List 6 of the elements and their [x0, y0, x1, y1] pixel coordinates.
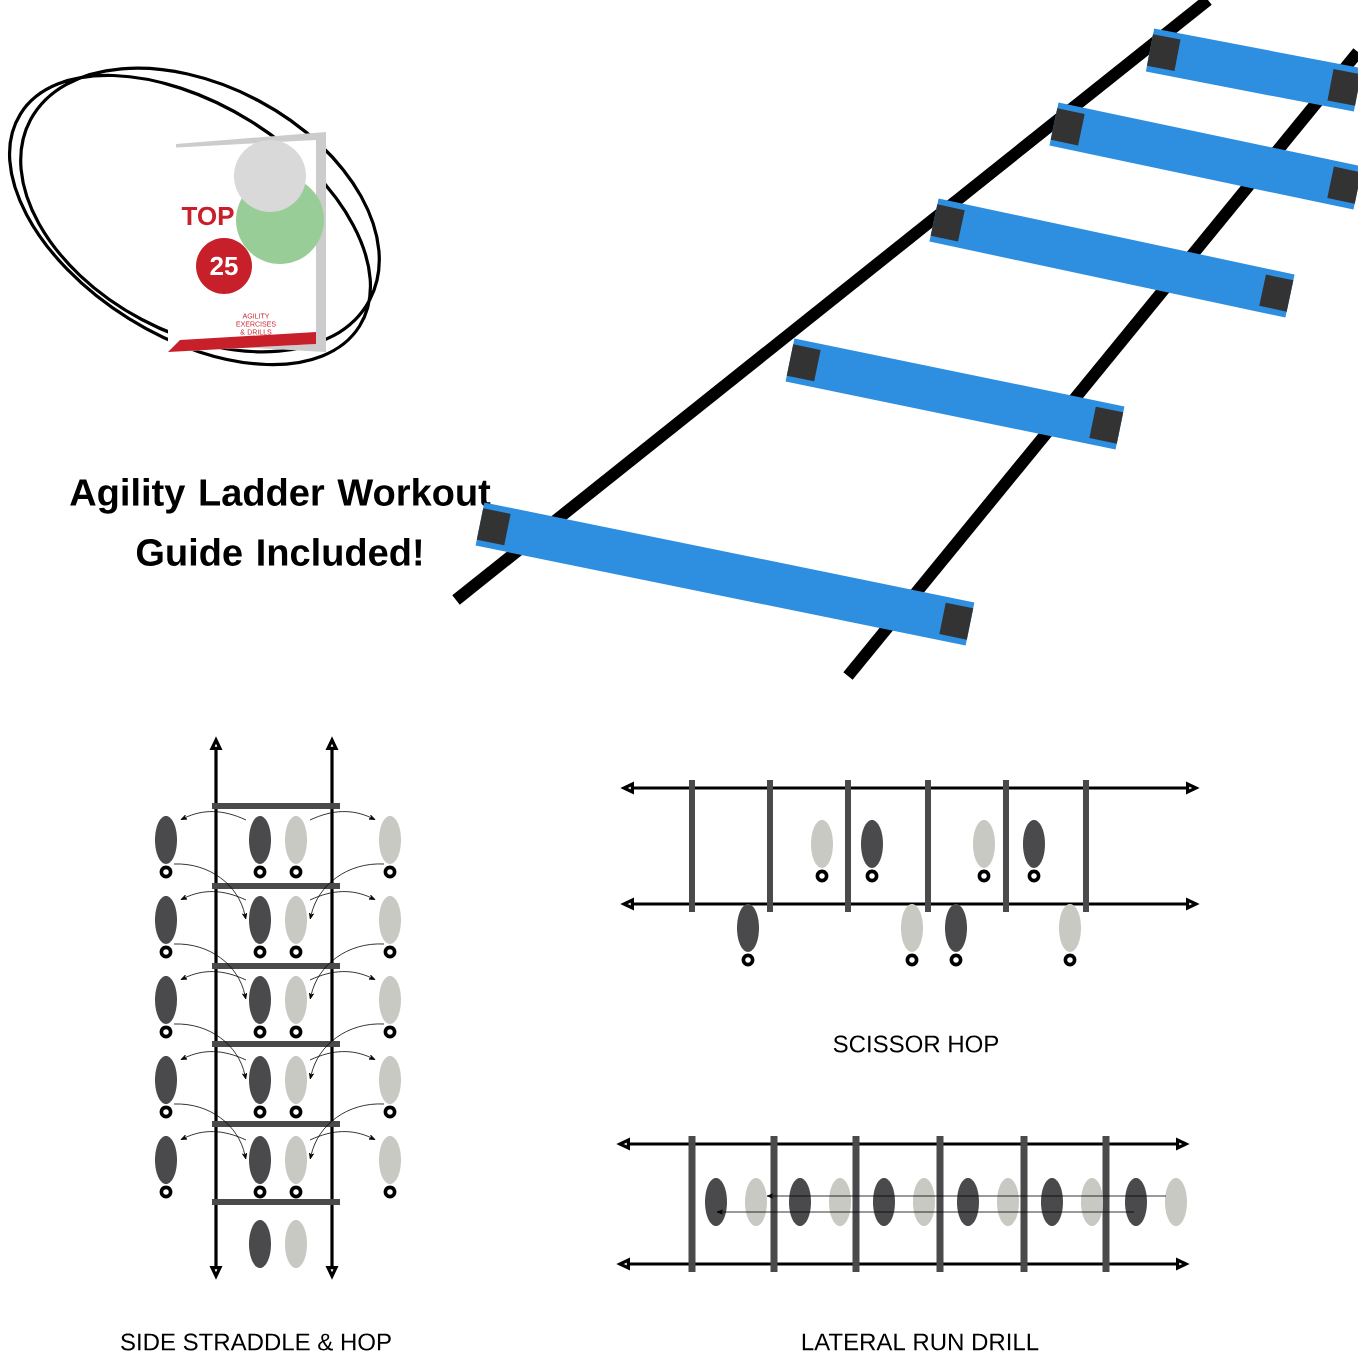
book-number: 25 [210, 256, 238, 276]
guide-text: Agility Ladder Workout Guide Included! [70, 478, 491, 566]
drill-title: SIDE STRADDLE & HOP [121, 1333, 391, 1351]
book-title: TOP [181, 206, 234, 226]
drill-title: SCISSOR HOP [833, 1035, 999, 1053]
drill-title: LATERAL RUN DRILL [802, 1333, 1039, 1351]
